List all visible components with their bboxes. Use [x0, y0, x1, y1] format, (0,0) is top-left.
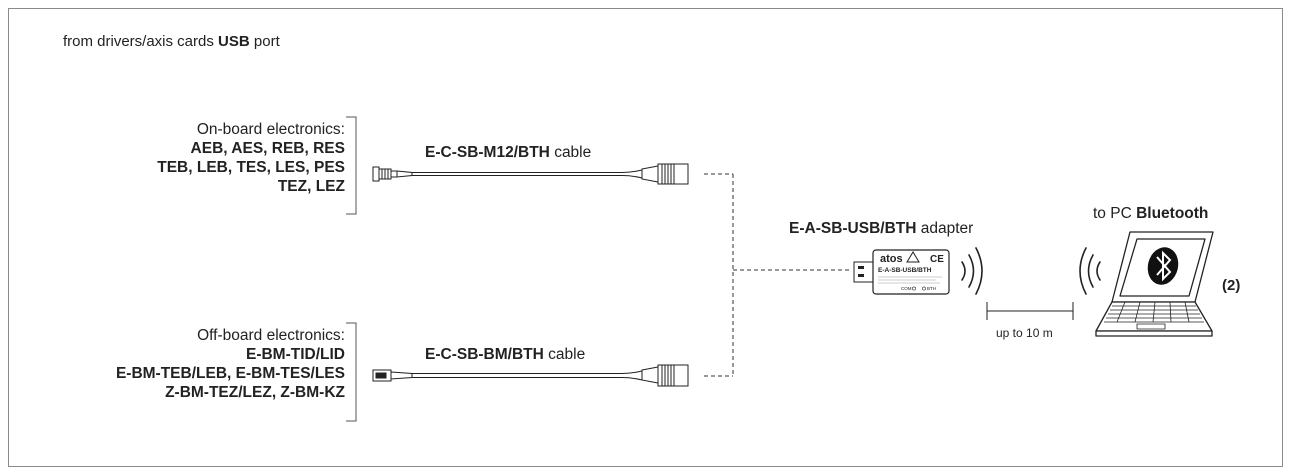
pc-prefix: to PC — [1093, 205, 1132, 222]
cable-bottom-label: E-C-SB-BM/BTH cable — [425, 345, 585, 364]
usb-adapter: atos CE E-A-SB-USB/BTH COM BTH — [853, 249, 950, 295]
adapter-word: adapter — [920, 220, 974, 237]
cable-bottom-word: cable — [548, 346, 586, 363]
distance-label: up to 10 m — [996, 326, 1053, 340]
pc-strong: Bluetooth — [1136, 205, 1209, 222]
header-caption: from drivers/axis cards USB port — [63, 32, 280, 51]
cable-top-word: cable — [554, 144, 592, 161]
bluetooth-icon — [1147, 247, 1179, 285]
onboard-line-2: TEB, LEB, TES, LES, PES — [157, 159, 345, 176]
brand-triangle-icon — [906, 251, 920, 263]
onboard-bracket — [346, 116, 357, 215]
cable-bottom-code: E-C-SB-BM/BTH — [425, 346, 544, 363]
led-bth-icon — [922, 286, 926, 291]
dashed-links — [704, 173, 852, 377]
offboard-heading: Off-board electronics: — [197, 327, 345, 344]
m12-connector — [372, 166, 413, 182]
offboard-line-1: E-BM-TID/LID — [245, 346, 345, 363]
offboard-group: Off-board electronics: E-BM-TID/LID E-BM… — [116, 326, 345, 402]
offboard-line-2: E-BM-TEB/LEB, E-BM-TES/LES — [115, 365, 345, 382]
onboard-line-1: AEB, AES, REB, RES — [190, 140, 345, 157]
adapter-device-label: E-A-SB-USB/BTH — [878, 267, 932, 274]
cable-bottom — [412, 370, 643, 381]
distance-marker — [986, 302, 1074, 320]
wireless-in-icon — [1079, 247, 1101, 295]
header-strong: USB — [218, 33, 250, 50]
pc-note: (2) — [1222, 277, 1241, 294]
led-bth-label: BTH — [927, 286, 936, 291]
pc-label: to PC Bluetooth — [1093, 204, 1208, 223]
cable-top — [412, 169, 643, 179]
diagram-frame — [8, 8, 1283, 467]
offboard-bracket — [346, 322, 357, 422]
ce-mark: CE — [930, 254, 944, 265]
cable-top-code: E-C-SB-M12/BTH — [425, 144, 550, 161]
cable-top-label: E-C-SB-M12/BTH cable — [425, 143, 591, 162]
led-com-icon — [912, 286, 916, 291]
bm-connector — [372, 369, 413, 382]
header-prefix: from drivers/axis cards — [63, 33, 214, 50]
header-suffix: port — [253, 33, 280, 50]
wireless-out-icon — [961, 247, 983, 295]
adapter-code: E-A-SB-USB/BTH — [789, 220, 917, 237]
onboard-group: On-board electronics: AEB, AES, REB, RES… — [157, 120, 345, 196]
onboard-heading: On-board electronics: — [196, 121, 345, 138]
offboard-line-3: Z-BM-TEZ/LEZ, Z-BM-KZ — [165, 384, 345, 401]
onboard-line-3: TEZ, LEZ — [277, 178, 345, 195]
adapter-brand: atos — [880, 253, 903, 265]
adapter-label: E-A-SB-USB/BTH adapter — [789, 219, 973, 238]
laptop-icon — [1095, 231, 1214, 337]
led-com-label: COM — [901, 286, 912, 291]
cable-top-plug — [641, 163, 689, 185]
cable-bottom-plug — [641, 364, 689, 387]
